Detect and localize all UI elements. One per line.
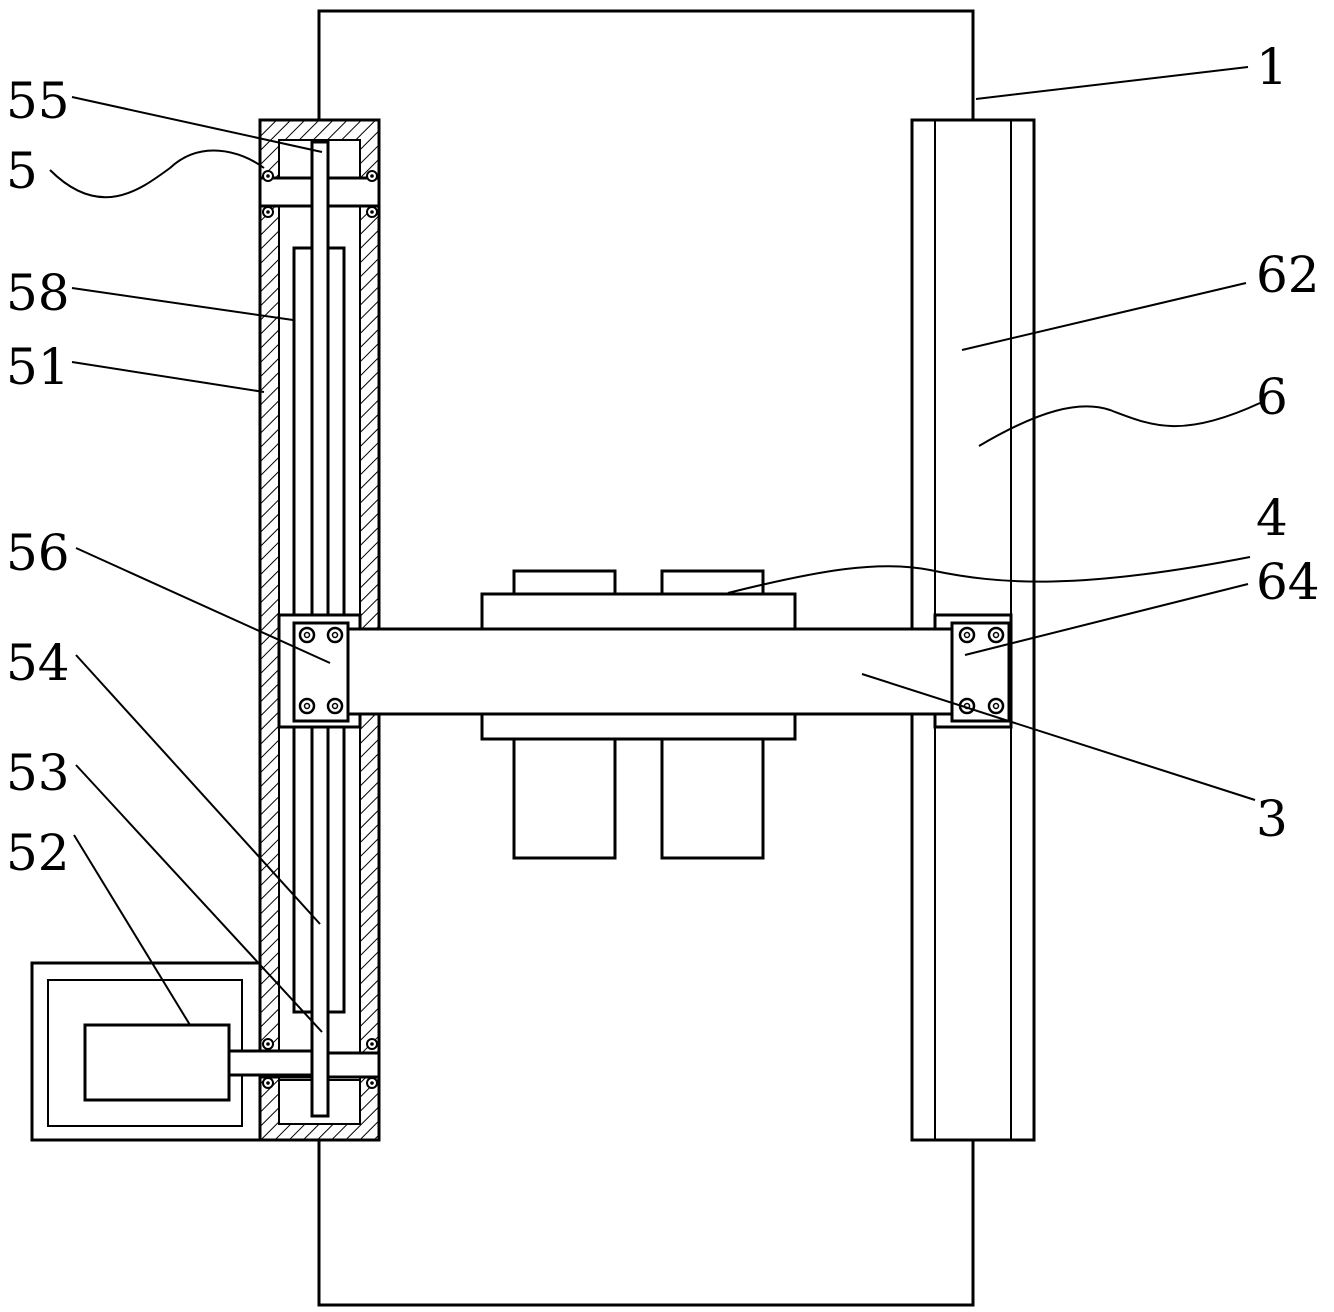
label-1: 1 bbox=[1256, 38, 1288, 96]
label-52: 52 bbox=[6, 824, 70, 882]
label-51: 51 bbox=[6, 338, 70, 396]
label-3: 3 bbox=[1256, 790, 1288, 848]
cross-beam bbox=[346, 627, 954, 716]
callout-labels: 1 55 5 58 51 62 6 4 64 56 54 53 52 3 bbox=[6, 38, 1320, 882]
label-62: 62 bbox=[1256, 246, 1320, 304]
label-56: 56 bbox=[6, 524, 70, 582]
label-55: 55 bbox=[6, 72, 70, 130]
leader-lines bbox=[49, 66, 1261, 1033]
label-58: 58 bbox=[6, 264, 70, 322]
label-5: 5 bbox=[6, 142, 38, 200]
tool-unit bbox=[480, 569, 797, 860]
label-4: 4 bbox=[1256, 489, 1288, 547]
label-53: 53 bbox=[6, 744, 70, 802]
label-54: 54 bbox=[6, 634, 70, 692]
label-6: 6 bbox=[1256, 368, 1288, 426]
label-64: 64 bbox=[1256, 553, 1320, 611]
motor-housing bbox=[30, 961, 314, 1142]
